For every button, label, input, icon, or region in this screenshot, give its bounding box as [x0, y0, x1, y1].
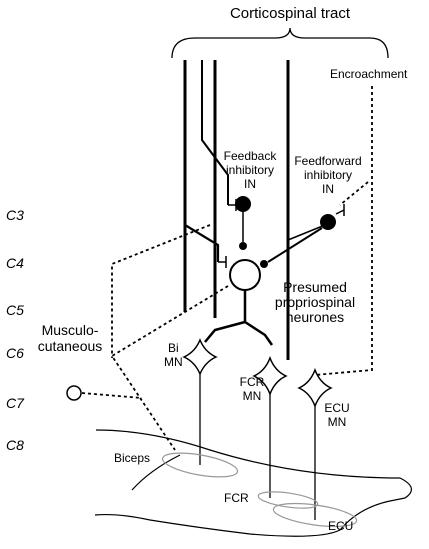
tract-branch-ff [287, 224, 326, 241]
fcr-mn-label-line1: FCR [240, 375, 265, 389]
feedback-label-line3: IN [244, 177, 256, 191]
segment-c8: C8 [6, 437, 24, 453]
encroachment-line [314, 86, 373, 376]
segment-c7: C7 [6, 395, 25, 411]
biceps-label: Biceps [114, 451, 150, 465]
feedback-label-line1: Feedback [224, 149, 278, 163]
segment-c5: C5 [6, 302, 24, 318]
segment-c4: C4 [6, 255, 24, 271]
tract-branch-c4 [184, 224, 220, 262]
ecu-mn-label-line2: MN [328, 415, 347, 429]
feedforward-label-line1: Feedforward [294, 154, 361, 168]
musculocutaneous-label-line2: cutaneous [38, 338, 103, 354]
feedforward-label-line2: inhibitory [304, 168, 352, 182]
bi-mn-label-line2: MN [164, 355, 183, 369]
bi-mn-soma [182, 338, 218, 376]
c7-input-dashed [81, 392, 143, 399]
bi-mn-label-line1: Bi [168, 341, 179, 355]
diagram-title: Corticospinal tract [230, 5, 351, 22]
feedforward-in-terminal [260, 260, 268, 268]
feedforward-in-input [335, 204, 345, 216]
feedforward-in-soma [320, 214, 336, 230]
arm-outline [94, 429, 412, 537]
ecu-mn-label-line1: ECU [324, 401, 349, 415]
afferent-ff-dashed [339, 181, 369, 206]
propriospinal-label-line1: Presumed [283, 279, 347, 295]
feedback-in-soma [235, 196, 251, 212]
biceps-muscle [161, 452, 239, 478]
fcr-muscle-label: FCR [224, 491, 249, 505]
propriospinal-label-line3: neurones [286, 309, 344, 325]
feedforward-label-line3: IN [322, 182, 334, 196]
feedback-in-terminal [239, 242, 247, 250]
propriospinal-synapse-c4 [218, 256, 227, 268]
feedback-label-line2: inhibitory [226, 163, 274, 177]
ecu-muscle [272, 502, 358, 528]
fcr-mn-label-line2: MN [243, 389, 262, 403]
musculocutaneous-label-line1: Musculo- [42, 322, 99, 338]
feedforward-in-axon [267, 227, 323, 263]
ecu-muscle-label: ECU [328, 519, 353, 533]
fcr-muscle [257, 491, 319, 509]
segment-c6: C6 [6, 345, 24, 361]
propriospinal-label-line2: propriospinal [275, 294, 355, 310]
propriospinal-axon [204, 290, 274, 346]
propriospinal-neurone [229, 259, 261, 291]
afferent-c5-dashed [110, 285, 229, 451]
encroachment-label: Encroachment [330, 67, 408, 81]
c7-input-circle [66, 385, 82, 401]
segment-c3: C3 [6, 207, 24, 223]
afferent-c3-dashed [111, 224, 211, 358]
feedback-synapse [228, 199, 237, 211]
tract-brace [171, 27, 389, 59]
